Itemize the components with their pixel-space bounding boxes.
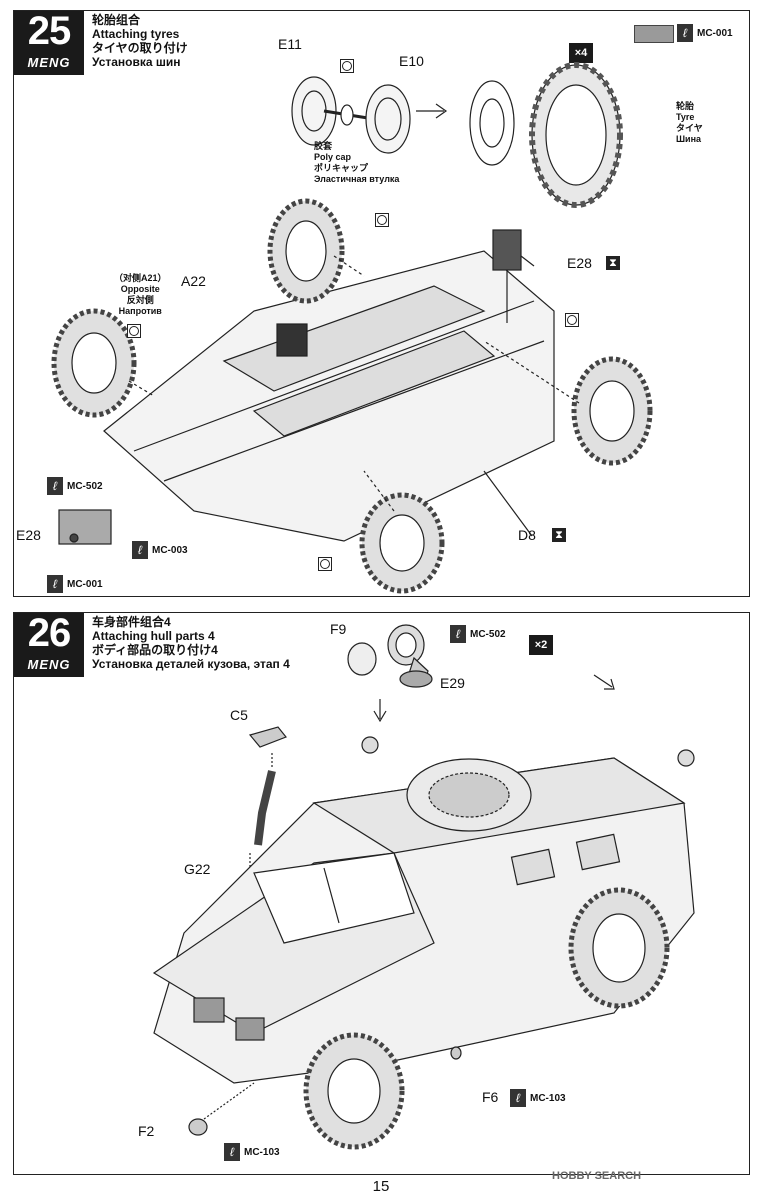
- paint-swatch: [634, 25, 674, 43]
- no-glue-icon: [565, 313, 579, 327]
- paint-callout-f2: ℓ MC-103: [224, 1143, 280, 1161]
- title-en: Attaching hull parts 4: [92, 629, 215, 643]
- part-f2: F2: [138, 1123, 155, 1139]
- paint-brush-icon: ℓ: [510, 1089, 526, 1107]
- part-e28-left: E28: [16, 527, 41, 543]
- chassis-illustration: [51, 62, 653, 594]
- paint-callout-mc502: ℓ MC-502: [47, 477, 103, 495]
- paint-brush-icon: ℓ: [224, 1143, 240, 1161]
- part-e29: E29: [440, 675, 465, 691]
- title-ru: Установка деталей кузова, этап 4: [92, 657, 290, 671]
- paint-callout-e29: ℓ MC-502: [450, 625, 506, 643]
- title-en: Attaching tyres: [92, 27, 180, 41]
- step-number: 25: [27, 9, 72, 53]
- opposite-label: （对侧A21） Opposite 反対側 Напротив: [114, 273, 167, 316]
- part-a22: A22: [181, 273, 206, 289]
- paint-brush-icon: ℓ: [450, 625, 466, 643]
- no-glue-icon: [318, 557, 332, 571]
- paint-brush-icon: ℓ: [47, 477, 63, 495]
- no-glue-icon: [375, 213, 389, 227]
- multiplier-badge: ×4: [569, 43, 593, 63]
- part-e28: E28: [567, 255, 592, 271]
- title-cn: 车身部件组合4: [92, 615, 171, 629]
- multiplier-badge: ×2: [529, 635, 553, 655]
- part-d8: D8: [518, 527, 536, 543]
- title-jp: タイヤの取り付け: [92, 41, 188, 55]
- paint-callout-mc003: ℓ MC-003: [132, 541, 188, 559]
- title-cn: 轮胎组合: [92, 13, 141, 27]
- page-number: 15: [372, 1178, 390, 1195]
- step-badge: 25 MENG: [14, 9, 84, 75]
- part-c5: C5: [230, 707, 248, 723]
- paint-brush-icon: ℓ: [132, 541, 148, 559]
- tyre-label: 轮胎 Tyre タイヤ Шина: [676, 101, 703, 144]
- title-jp: ボディ部品の取り付け4: [92, 643, 218, 657]
- trim-icon: ⧗: [552, 528, 566, 542]
- polycap-label: 胶套 Poly cap ポリキャップ Эластичная втулка: [314, 141, 400, 184]
- step-number: 26: [27, 611, 72, 655]
- step-25-panel: 25 MENG 轮胎组合 Attaching tyres タイヤの取り付け Ус…: [13, 9, 750, 597]
- brand-logo: MENG: [27, 55, 71, 70]
- no-glue-icon: [127, 324, 141, 338]
- part-e10: E10: [399, 53, 424, 69]
- title-ru: Установка шин: [92, 55, 181, 69]
- paint-brush-icon: ℓ: [677, 24, 693, 42]
- part-f6: F6: [482, 1089, 499, 1105]
- brand-logo: MENG: [27, 657, 71, 672]
- step-title: 车身部件组合4 Attaching hull parts 4 ボディ部品の取り付…: [92, 615, 290, 671]
- step-badge: 26 MENG: [14, 611, 84, 677]
- step-26-panel: 26 MENG 车身部件组合4 Attaching hull parts 4 ボ…: [13, 611, 750, 1175]
- hull-illustration: [152, 624, 695, 1150]
- paint-callout-mc001: ℓ MC-001: [47, 575, 103, 593]
- part-e11: E11: [278, 36, 302, 52]
- paint-brush-icon: ℓ: [47, 575, 63, 593]
- part-g22: G22: [184, 861, 211, 877]
- no-glue-icon: [340, 59, 354, 73]
- step-title: 轮胎组合 Attaching tyres タイヤの取り付け Установка …: [92, 13, 188, 69]
- part-f9: F9: [330, 621, 347, 637]
- watermark: HOBBY SEARCH: [552, 1170, 642, 1182]
- trim-icon: ⧗: [606, 256, 620, 270]
- paint-callout-f6: ℓ MC-103: [510, 1089, 566, 1107]
- paint-callout-top: ℓ MC-001: [677, 24, 733, 42]
